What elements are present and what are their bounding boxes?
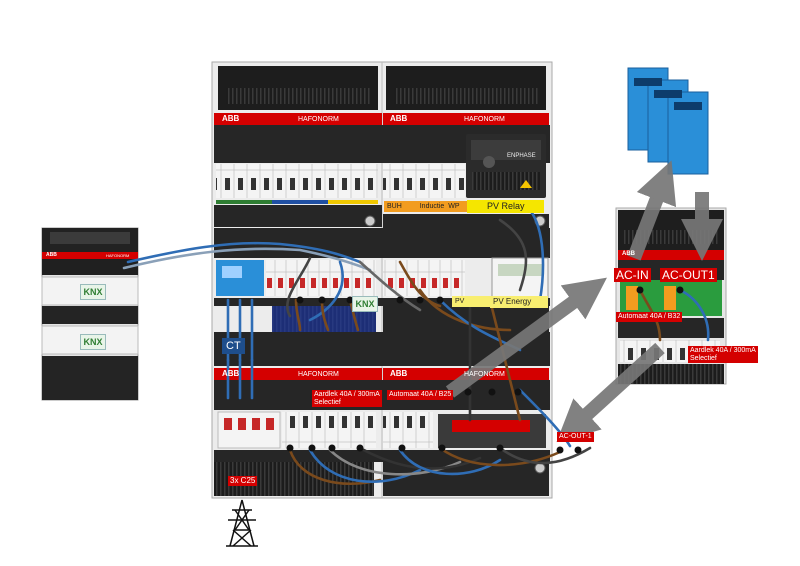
label-aardlek-left: Aardlek 40A / 300mA Selectief xyxy=(312,390,382,408)
label-buh-text: BUH xyxy=(387,203,402,210)
label-ac-in: AC-IN xyxy=(614,268,651,282)
breaker-row-1-right xyxy=(383,164,465,198)
label-buh: BUH Inductie WP xyxy=(384,201,470,212)
main-cabinet xyxy=(211,61,553,499)
label-ct: CT xyxy=(222,338,245,354)
label-wp: WP xyxy=(448,203,460,210)
label-pv-energy: PV Energy xyxy=(490,296,548,308)
hafonorm-knx-panel: HAFONORM xyxy=(106,253,130,258)
flow-arrows xyxy=(445,160,723,443)
label-automaat-b32: Automaat 40A / B32 xyxy=(616,312,683,322)
label-aardlek-right: Aardlek 40A / 300mA Selectief xyxy=(688,346,758,364)
abb-logo-top-right: ABB xyxy=(390,114,408,123)
breaker-row-3-left xyxy=(282,412,376,448)
hafonorm-top-left: HAFONORM xyxy=(298,116,339,123)
abb-strip-top-left xyxy=(214,113,382,125)
abb-strip-top-right xyxy=(383,113,549,125)
enphase-logo: ENPHASE xyxy=(507,153,536,159)
hafonorm-top-right: HAFONORM xyxy=(464,116,505,123)
arrow-to-inverter xyxy=(627,160,677,261)
knx-logo-3: KNX xyxy=(352,296,378,312)
label-c25: 3x C25 xyxy=(228,476,258,486)
abb-logo-sub-panel: ABB xyxy=(622,251,635,257)
knx-logo-1: KNX xyxy=(80,284,106,300)
label-automaat-b25: Automaat 40A / B25 xyxy=(387,390,454,400)
victron-inverters xyxy=(627,67,709,175)
hafonorm-bottom-right: HAFONORM xyxy=(464,371,505,378)
knx-panel-abb-strip xyxy=(42,252,138,259)
abb-logo-bottom-left: ABB xyxy=(222,369,240,378)
breaker-row-1-left xyxy=(216,164,378,198)
breaker-row-2-mid xyxy=(383,260,465,296)
knx-logo-2: KNX xyxy=(80,334,106,350)
label-pv-relay: PV Relay xyxy=(467,200,544,213)
abb-logo-top-left: ABB xyxy=(222,114,240,123)
terminal-dots xyxy=(286,286,684,454)
breaker-row-3-right xyxy=(383,412,433,448)
abb-strip-bottom-left xyxy=(214,368,382,380)
label-pv: PV xyxy=(452,296,494,307)
hafonorm-bottom-left: HAFONORM xyxy=(298,371,339,378)
label-ac-out1: AC-OUT1 xyxy=(660,268,717,282)
label-ac-out-1: AC-OUT-1 xyxy=(557,432,594,442)
arrow-to-ac-out-1 xyxy=(556,342,665,443)
abb-logo-knx-panel: ABB xyxy=(46,252,57,258)
arrow-to-ac-in xyxy=(445,277,607,398)
abb-logo-bottom-right: ABB xyxy=(390,369,408,378)
pylon-icon xyxy=(226,499,258,547)
label-inductie: Inductie xyxy=(419,203,445,210)
